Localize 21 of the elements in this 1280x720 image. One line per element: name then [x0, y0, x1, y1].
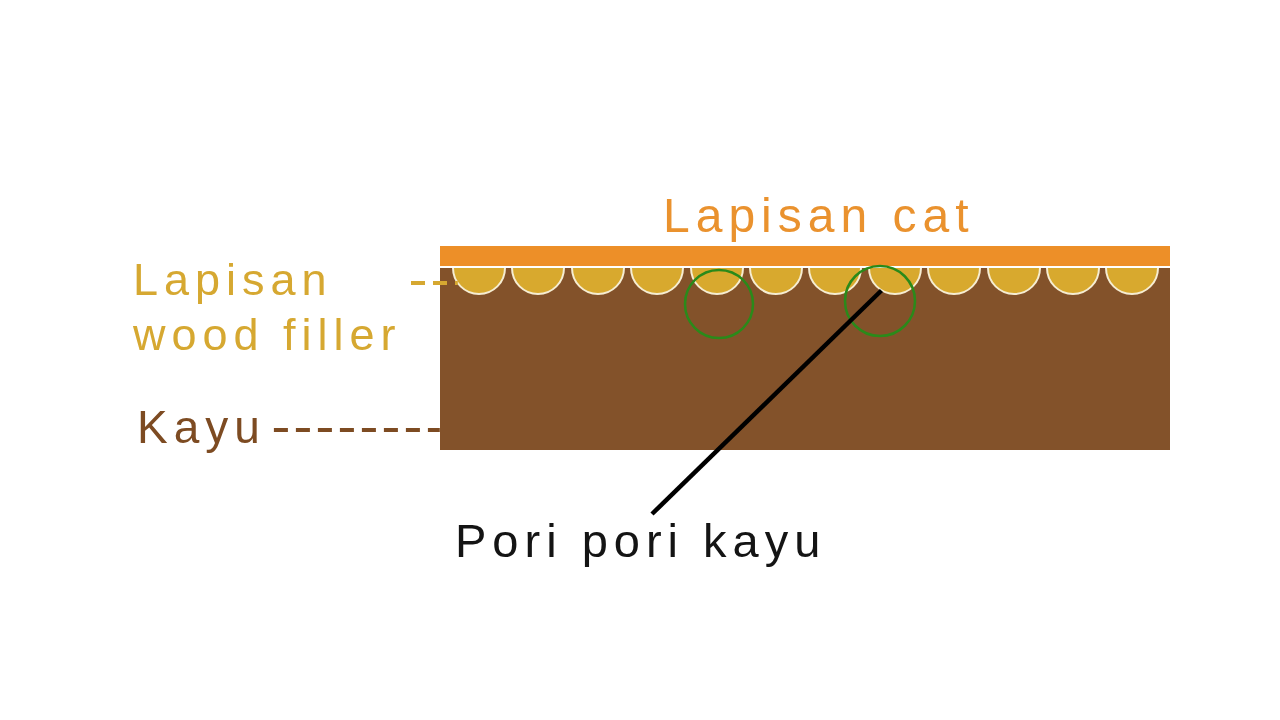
leader-line — [650, 288, 883, 516]
filler-semicircle — [629, 267, 686, 297]
filler-semicircle — [866, 267, 923, 297]
filler-semicircle — [926, 267, 983, 297]
leader-line — [273, 428, 440, 432]
leader-line — [411, 281, 458, 285]
filler-semicircle — [510, 267, 567, 297]
filler-semicircle — [807, 267, 864, 297]
filler-semicircle — [748, 267, 804, 297]
filler-semicircle — [451, 267, 507, 297]
part-label: Pori pori kayu — [455, 514, 827, 569]
filler-semicircle — [1045, 267, 1101, 297]
wood-block — [440, 268, 1170, 450]
paint-layer — [440, 246, 1170, 266]
filler-semicircle — [985, 267, 1042, 297]
part-label: Lapisan wood filler — [133, 252, 403, 362]
part-label: Lapisan cat — [663, 188, 975, 244]
filler-semicircle — [1104, 267, 1161, 297]
part-label: Kayu — [137, 401, 266, 454]
filler-semicircle — [688, 267, 745, 297]
filler-semicircle — [569, 267, 626, 297]
